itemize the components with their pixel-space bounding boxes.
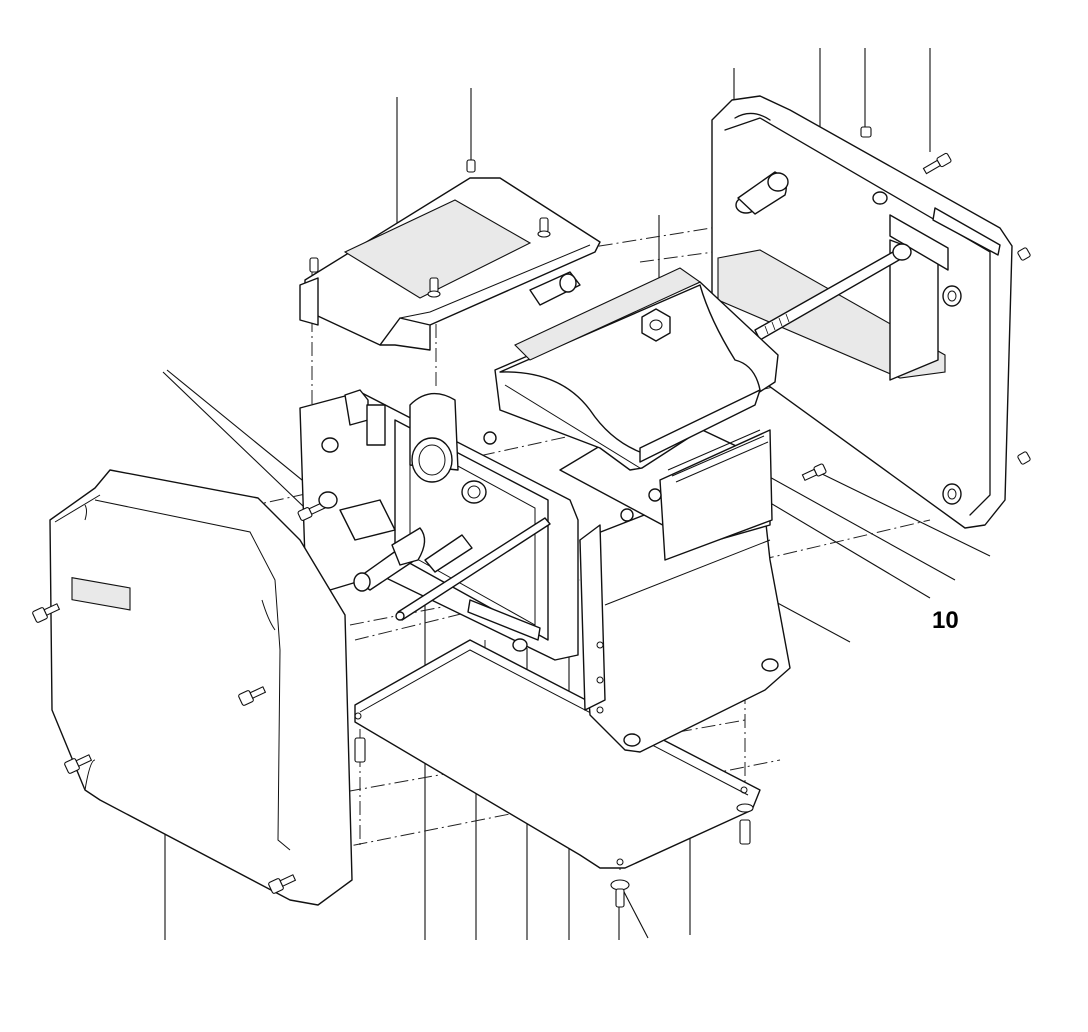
- screw-icon: [32, 603, 61, 623]
- screw-icon: [739, 819, 751, 845]
- right-cover: [711, 95, 1013, 529]
- leader-left-a: [162, 371, 306, 509]
- screw-icon: [1017, 451, 1031, 465]
- thumb-nut: [641, 308, 671, 342]
- screw-icon: [354, 737, 366, 763]
- screw-icon: [309, 257, 319, 273]
- leader-right-1: [817, 471, 991, 557]
- screw-icon: [537, 217, 551, 238]
- top-cover: [299, 159, 601, 351]
- screw-icon: [1017, 247, 1031, 261]
- screw-icon: [860, 126, 872, 138]
- front-frame: [297, 389, 579, 661]
- left-cover: [32, 469, 353, 906]
- screw-icon: [238, 686, 267, 706]
- screw-icon: [610, 879, 630, 908]
- callout-10: 10: [932, 607, 959, 634]
- leader-bottom-6: [621, 887, 649, 939]
- screw-icon: [268, 874, 297, 894]
- right-cover-screws: [801, 126, 1031, 482]
- screw-icon: [427, 277, 441, 298]
- screw-icon: [922, 152, 952, 175]
- screw-icon: [64, 754, 93, 774]
- platen-unit: [483, 267, 779, 561]
- base-plate-screws: [354, 737, 754, 908]
- screw-icon: [801, 463, 827, 482]
- base-plate: [354, 639, 761, 869]
- screw-icon: [466, 159, 476, 173]
